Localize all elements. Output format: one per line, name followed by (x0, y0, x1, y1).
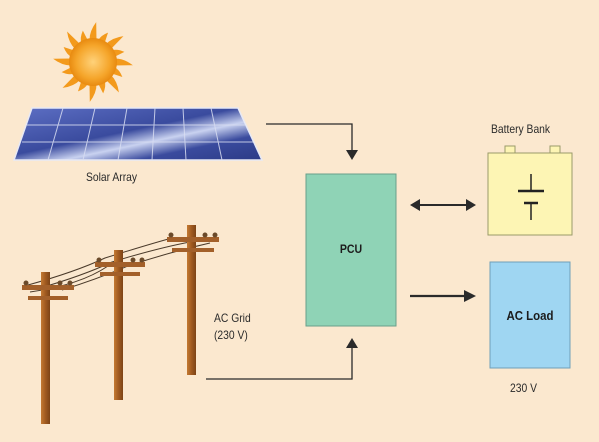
solar-panel-icon (12, 107, 264, 161)
ac-grid-label: AC Grid (214, 311, 251, 325)
battery-bank-icon (487, 145, 573, 236)
sun-ray (89, 83, 97, 102)
pcu-label: PCU (339, 242, 363, 256)
solar-array-label: Solar Array (86, 170, 138, 184)
sun-icon (53, 22, 133, 102)
pcu-box (305, 173, 397, 327)
ac-load-box (489, 261, 571, 369)
load-voltage-label: 230 V (510, 381, 537, 395)
sun-ray (114, 58, 133, 66)
power-poles-icon (22, 225, 219, 424)
solar-to-pcu-arrow (266, 123, 353, 150)
sun-ray (53, 58, 72, 66)
grid-to-pcu-arrow (206, 348, 353, 380)
ac-load-label: AC Load (506, 308, 554, 323)
ac-grid-voltage-label: (230 V) (214, 328, 248, 342)
battery-bank-label: Battery Bank (491, 122, 551, 136)
sun-ray (89, 22, 97, 41)
